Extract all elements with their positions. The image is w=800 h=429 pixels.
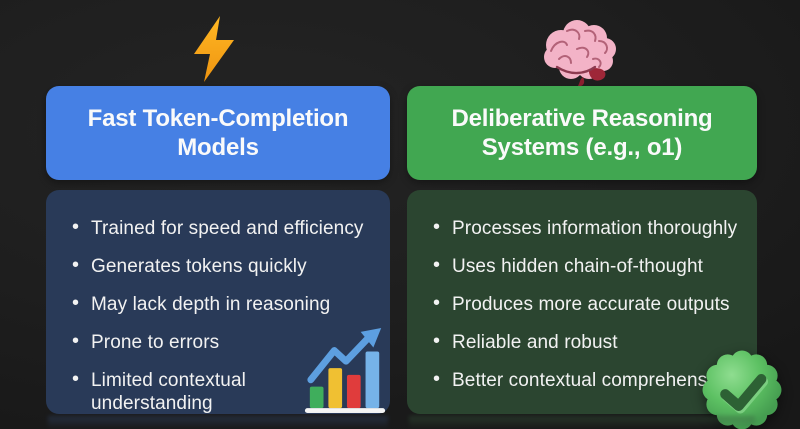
- deliberative-systems-header: Deliberative Reasoning Systems (e.g., o1…: [407, 86, 757, 180]
- bullet-item: Prone to errors: [72, 330, 378, 354]
- right-card-reflection: [409, 416, 755, 429]
- bullet-item: Uses hidden chain-of-thought: [433, 254, 745, 278]
- fast-models-bullet-list: Trained for speed and efficiency Generat…: [46, 190, 390, 415]
- bullet-item: Reliable and robust: [433, 330, 745, 354]
- fast-models-title-line2: Models: [177, 134, 259, 161]
- bar-chart-icon: [303, 326, 389, 416]
- lightning-bolt-icon: [186, 14, 242, 84]
- fast-models-title-line1: Fast Token-Completion: [87, 105, 349, 132]
- fast-models-card: Trained for speed and efficiency Generat…: [46, 190, 390, 414]
- bullet-item: Trained for speed and efficiency: [72, 216, 378, 240]
- brain-icon: [537, 15, 621, 88]
- check-badge-icon: [700, 348, 784, 429]
- bullet-item: Processes information thoroughly: [433, 216, 745, 240]
- bullet-item: Generates tokens quickly: [72, 254, 378, 278]
- fast-models-header: Fast Token-Completion Models: [46, 86, 390, 180]
- deliberative-title-line2: Systems (e.g., o1): [481, 134, 683, 161]
- bullet-item: Produces more accurate outputs: [433, 292, 745, 316]
- deliberative-systems-card: Processes information thoroughly Uses hi…: [407, 190, 782, 429]
- deliberative-title-line1: Deliberative Reasoning: [451, 105, 713, 132]
- bullet-item: May lack depth in reasoning: [72, 292, 378, 316]
- bullet-item: Limited contextual understanding: [72, 368, 287, 415]
- bullet-item: Better contextual comprehension: [433, 368, 745, 392]
- left-card-reflection: [48, 416, 388, 429]
- deliberative-bullet-list: Processes information thoroughly Uses hi…: [407, 190, 757, 392]
